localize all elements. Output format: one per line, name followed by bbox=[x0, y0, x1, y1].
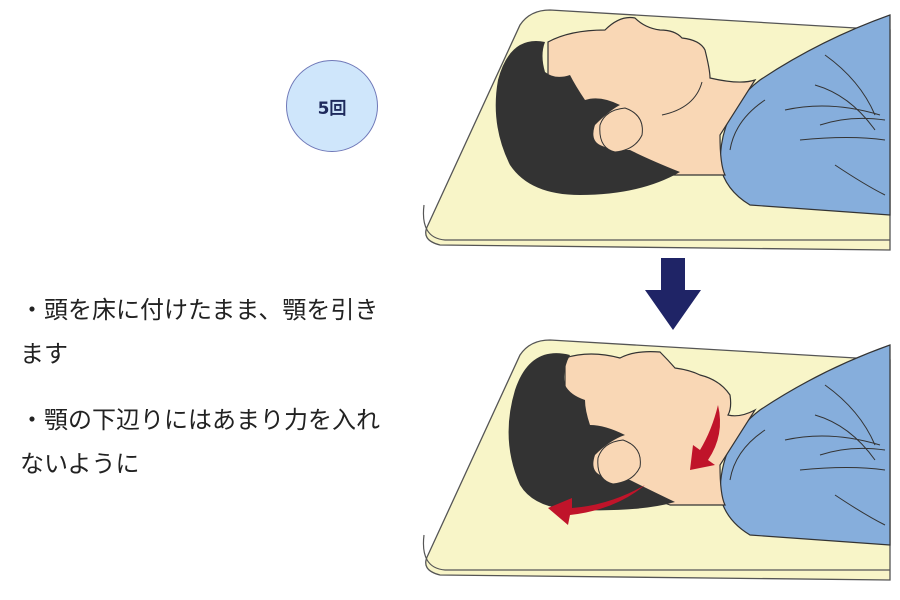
repetition-count: 5回 bbox=[317, 98, 347, 119]
head-roll-arrow-icon bbox=[548, 485, 645, 525]
instruction-1: ・頭を床に付けたまま、顎を引きます bbox=[20, 296, 379, 368]
instruction-2: ・顎の下辺りにはあまり力を入れないように bbox=[20, 406, 380, 478]
chin-tuck-arrow-icon bbox=[690, 405, 721, 470]
repetition-badge: 5回 bbox=[286, 60, 378, 152]
arrow-down-icon bbox=[645, 258, 701, 330]
illustration-after bbox=[422, 339, 891, 581]
illustration-before bbox=[422, 9, 891, 251]
instructions: ・頭を床に付けたまま、顎を引きます ・顎の下辺りにはあまり力を入れないように bbox=[20, 288, 400, 508]
